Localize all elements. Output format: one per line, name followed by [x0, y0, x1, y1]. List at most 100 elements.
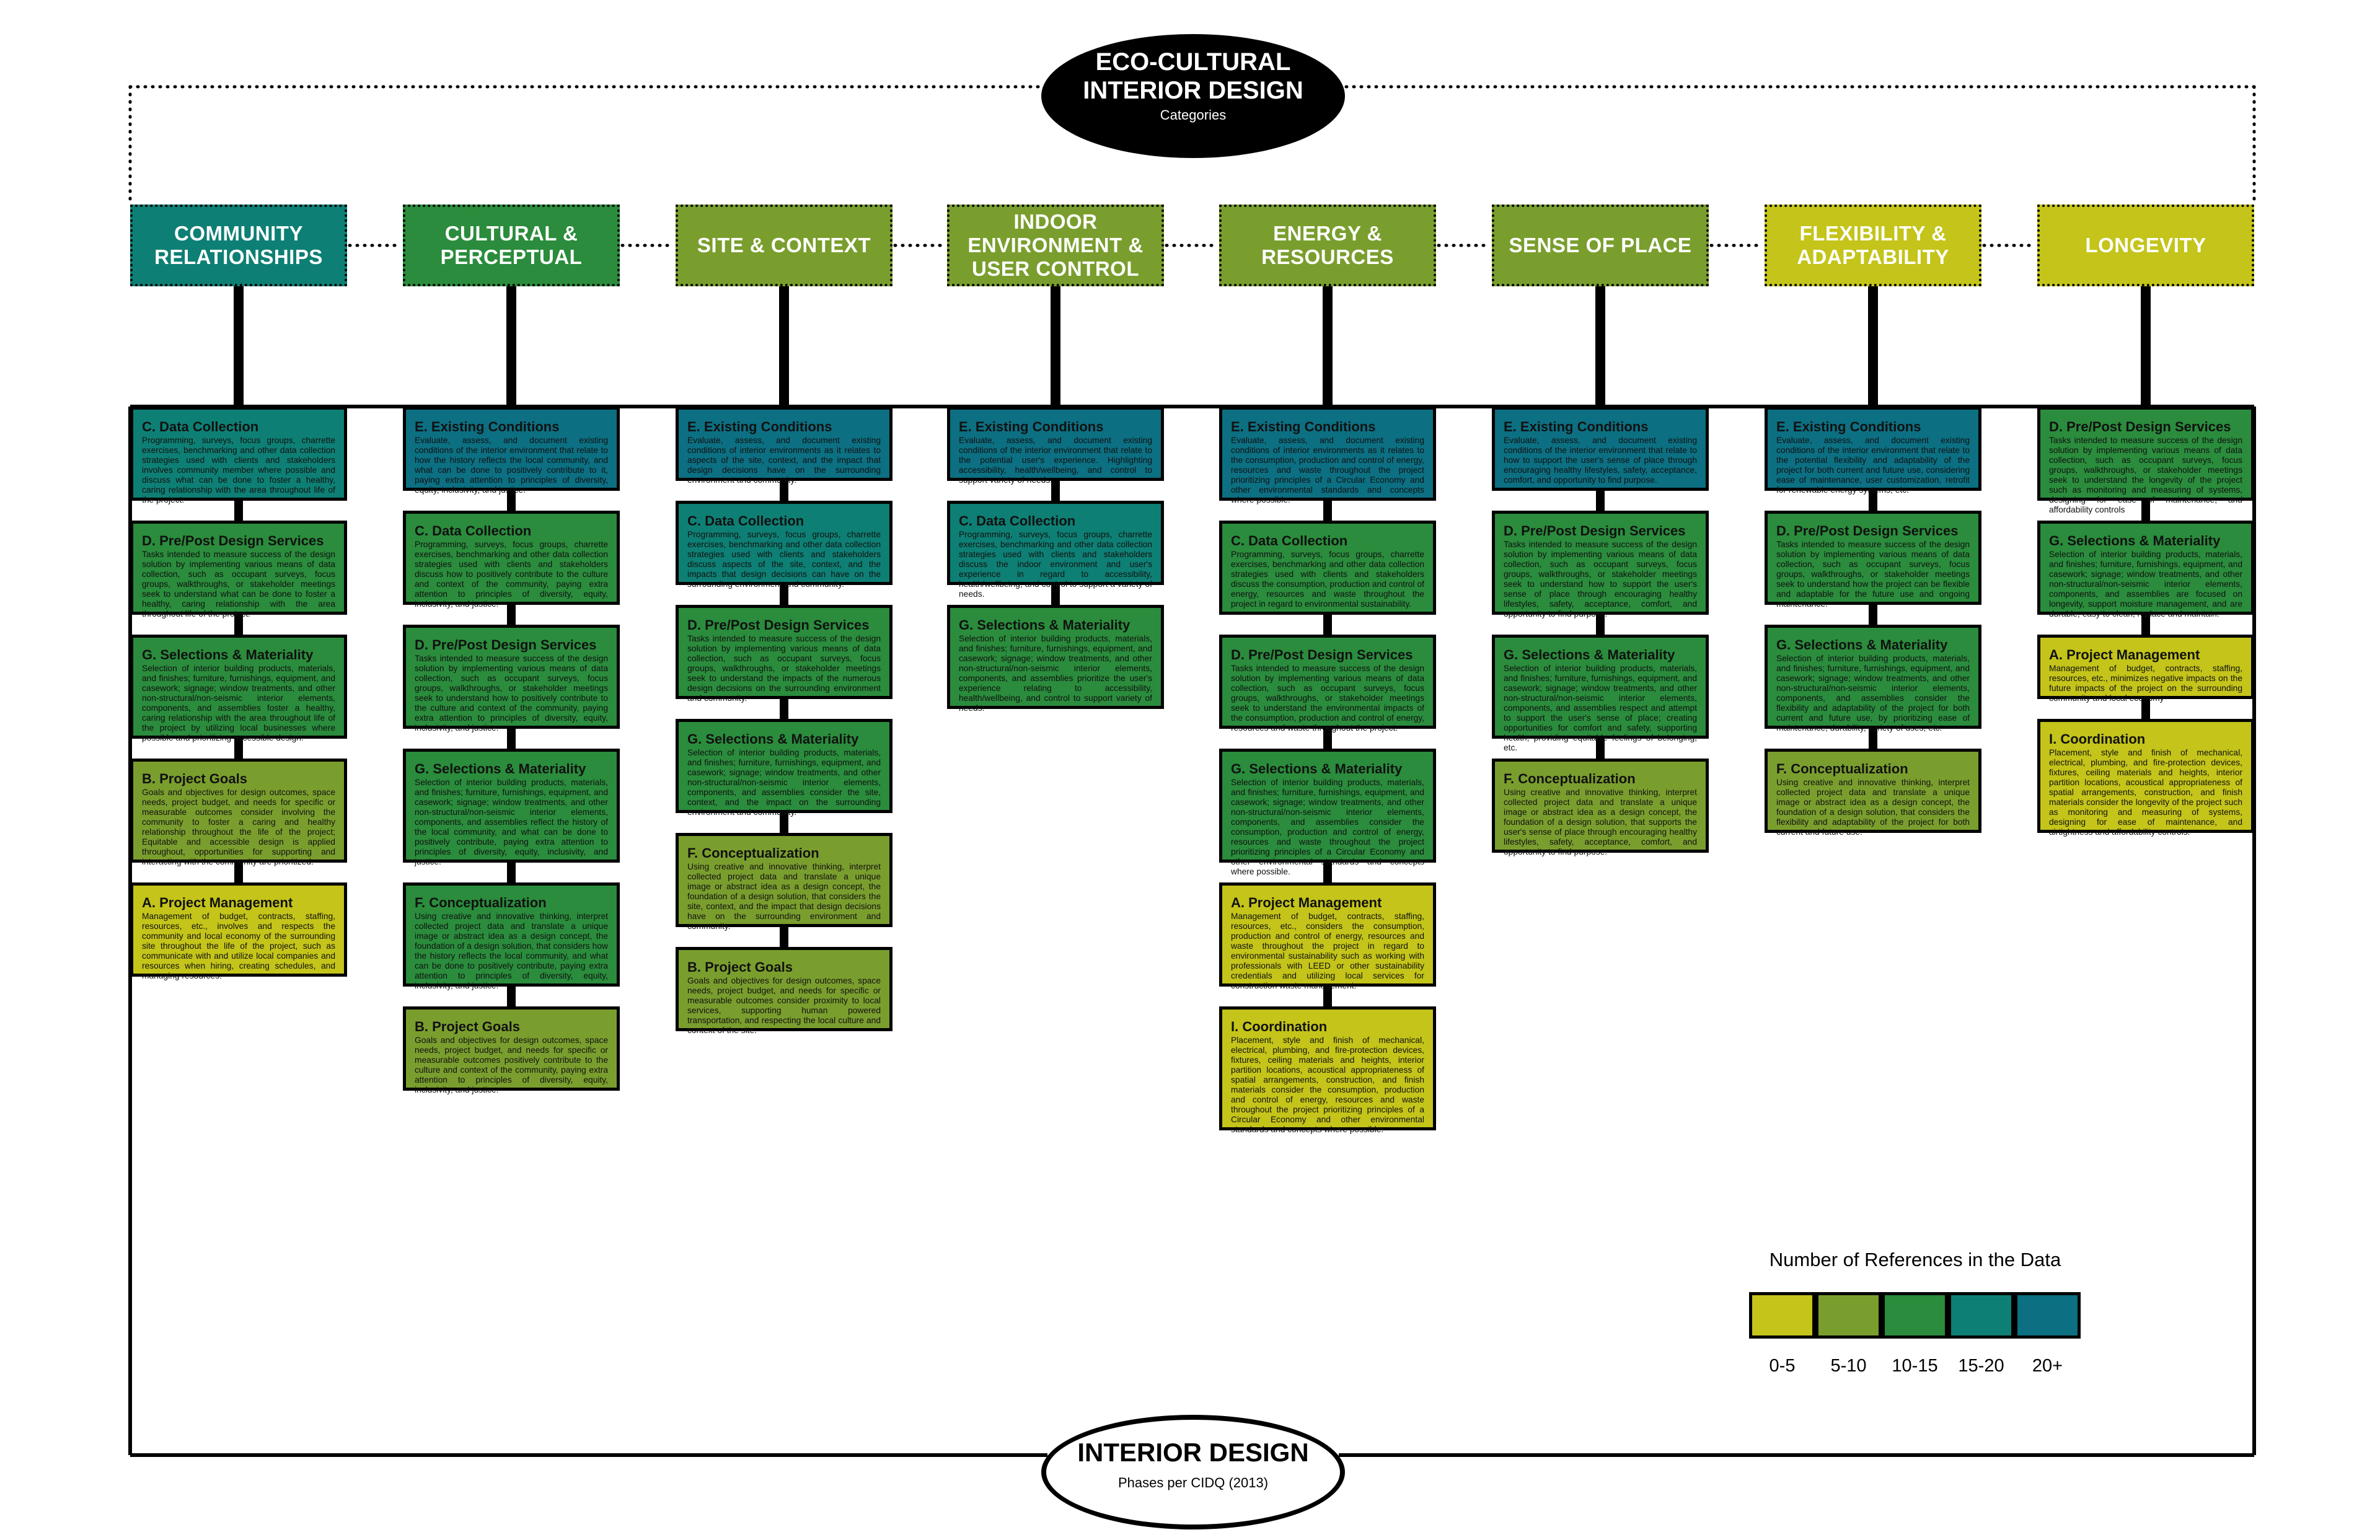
phase-title: F. Conceptualization: [687, 845, 819, 861]
phase-description: Evaluate, assess, and document existing …: [1776, 436, 1970, 495]
phase-title: F. Conceptualization: [1776, 761, 1908, 777]
phase-description: Evaluate, assess, and document existing …: [687, 436, 881, 485]
category-box: SENSE OF PLACE: [1492, 205, 1709, 286]
phase-description: Goals and objectives for design outcomes…: [687, 976, 881, 1035]
bottom-title: INTERIOR DESIGN: [1077, 1438, 1309, 1467]
phase-description: Evaluate, assess, and document existing …: [959, 436, 1152, 485]
legend-label: 10-15: [1892, 1356, 1938, 1376]
phase-description: Placement, style and finish of mechanica…: [1231, 1036, 1424, 1134]
phase-title: E. Existing Conditions: [1504, 419, 1649, 434]
category-label-line: LONGEVITY: [2085, 234, 2206, 257]
phase-title: E. Existing Conditions: [1776, 419, 1921, 434]
phase-title: B. Project Goals: [142, 771, 247, 786]
phase-title: A. Project Management: [1231, 895, 1382, 910]
category-label-line: ADAPTABILITY: [1797, 245, 1949, 268]
phase-title: C. Data Collection: [959, 513, 1076, 529]
phase-title: G. Selections & Materiality: [1776, 637, 1948, 653]
phase-title: B. Project Goals: [687, 959, 793, 975]
category-label-line: SITE & CONTEXT: [697, 234, 871, 257]
phase-description: Tasks intended to measure success of the…: [687, 634, 881, 703]
phase-title: G. Selections & Materiality: [1504, 647, 1675, 662]
category-label-line: COMMUNITY: [174, 222, 303, 245]
category-label-line: RESOURCES: [1261, 245, 1394, 268]
phase-description: Selection of interior building products,…: [1504, 664, 1697, 752]
category-label-line: CULTURAL &: [444, 222, 578, 245]
phase-title: C. Data Collection: [142, 419, 259, 434]
phase-description: Selection of interior building products,…: [1776, 654, 1970, 733]
phase-description: Goals and objectives for design outcomes…: [415, 1036, 608, 1094]
phase-title: C. Data Collection: [687, 513, 804, 529]
phase-description: Programming, surveys, focus groups, char…: [415, 540, 608, 609]
phase-description: Tasks intended to measure success of the…: [1231, 664, 1424, 733]
category-label: SENSE OF PLACE: [1509, 234, 1692, 257]
category-label: CULTURAL &PERCEPTUAL: [441, 222, 583, 269]
legend-label: 15-20: [1958, 1356, 2004, 1376]
legend-swatch: [1882, 1292, 1948, 1339]
category-box: ENERGY &RESOURCES: [1219, 205, 1436, 286]
phase-title: G. Selections & Materiality: [959, 617, 1130, 633]
phase-description: Selection of interior building products,…: [687, 748, 881, 817]
phase-title: D. Pre/Post Design Services: [687, 617, 870, 633]
phase-title: C. Data Collection: [1231, 533, 1348, 548]
phase-title: G. Selections & Materiality: [415, 761, 586, 777]
phase-title: G. Selections & Materiality: [687, 731, 859, 747]
phase-title: G. Selections & Materiality: [1231, 761, 1403, 777]
legend-swatch: [1815, 1292, 1882, 1339]
category-label: SITE & CONTEXT: [697, 234, 871, 257]
phase-description: Management of budget, contracts, staffin…: [2049, 664, 2242, 703]
phase-description: Placement, style and finish of mechanica…: [2049, 748, 2242, 837]
phase-description: Management of budget, contracts, staffin…: [1231, 912, 1424, 990]
legend-label: 5-10: [1830, 1356, 1867, 1376]
phase-title: I. Coordination: [2049, 731, 2146, 747]
phase-description: Tasks intended to measure success of the…: [1776, 540, 1970, 609]
phase-title: B. Project Goals: [415, 1019, 520, 1034]
phase-title: A. Project Management: [142, 895, 293, 910]
phase-title: F. Conceptualization: [415, 895, 547, 910]
phase-description: Selection of interior building products,…: [142, 664, 335, 742]
phase-description: Tasks intended to measure success of the…: [2049, 436, 2242, 514]
legend-label: 0-5: [1769, 1356, 1796, 1376]
phase-title: E. Existing Conditions: [687, 419, 832, 434]
legend-swatch: [2014, 1292, 2081, 1339]
phase-description: Tasks intended to measure success of the…: [1504, 540, 1697, 618]
phase-title: E. Existing Conditions: [959, 419, 1104, 434]
phase-title: E. Existing Conditions: [415, 419, 560, 434]
phase-description: Management of budget, contracts, staffin…: [142, 912, 335, 980]
phase-title: A. Project Management: [2049, 647, 2200, 662]
category-label-line: PERCEPTUAL: [440, 245, 583, 268]
phase-description: Tasks intended to measure success of the…: [415, 654, 608, 733]
phase-description: Using creative and innovative thinking, …: [415, 912, 608, 990]
phase-description: Evaluate, assess, and document existing …: [1504, 436, 1697, 485]
category-box: CULTURAL &PERCEPTUAL: [403, 205, 620, 286]
phase-description: Selection of interior building products,…: [2049, 550, 2242, 618]
category-label: LONGEVITY: [2085, 234, 2206, 257]
phase-title: G. Selections & Materiality: [142, 647, 314, 662]
bottom-subtitle: Phases per CIDQ (2013): [1117, 1475, 1269, 1490]
phase-title: D. Pre/Post Design Services: [1504, 523, 1686, 539]
phase-title: C. Data Collection: [415, 523, 532, 539]
phase-description: Programming, surveys, focus groups, char…: [1231, 550, 1424, 609]
